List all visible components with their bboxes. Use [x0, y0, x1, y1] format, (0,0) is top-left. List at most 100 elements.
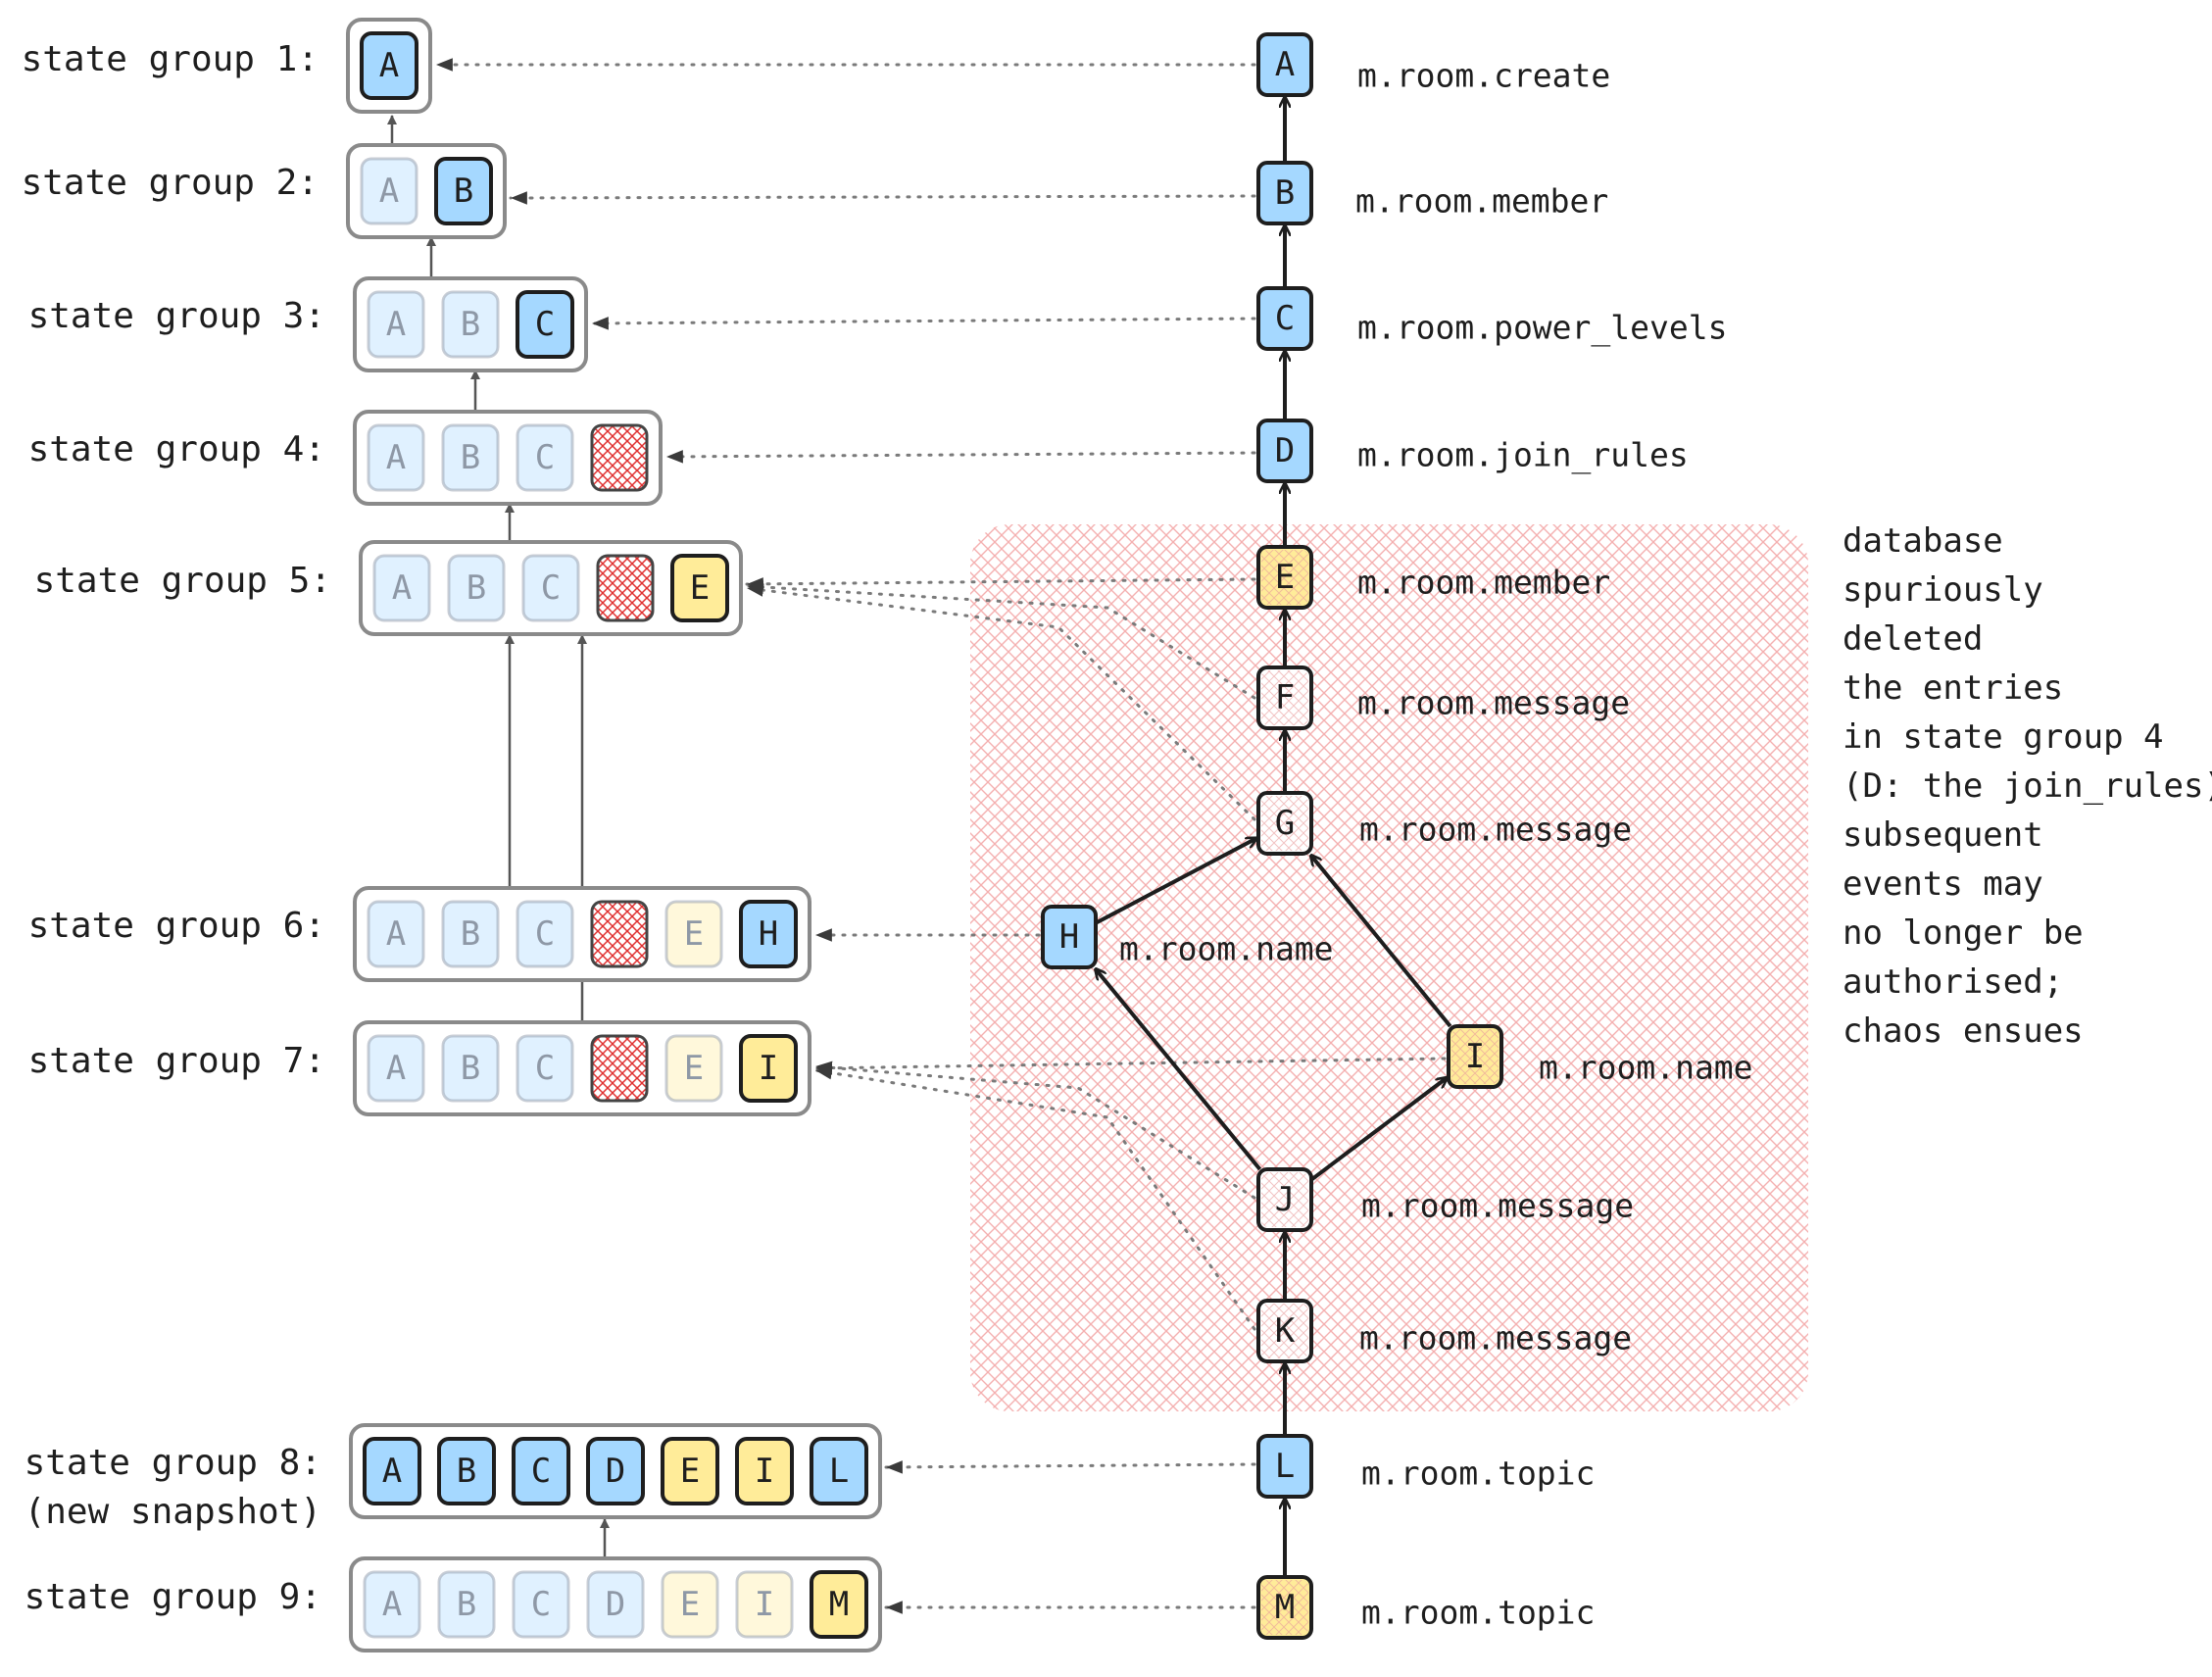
- state-slot-E: E: [661, 1570, 719, 1639]
- state-slot-letter: B: [457, 1585, 476, 1624]
- event-type-label: m.room.name: [1119, 930, 1334, 968]
- state-group-label: state group 3:: [28, 296, 325, 336]
- event-type-label: m.room.power_levels: [1357, 309, 1728, 348]
- dag-edge-I-G: [1311, 856, 1452, 1028]
- event-node: [1256, 161, 1313, 225]
- event-type-label: m.room.message: [1359, 811, 1632, 849]
- state-slot-letter: H: [759, 914, 778, 954]
- note-line: authorised;: [1843, 962, 2063, 1002]
- state-slot-letter: E: [684, 914, 704, 954]
- state-slot-C: C: [512, 1437, 570, 1505]
- state-slot-A: A: [367, 1034, 425, 1103]
- event-type-label: m.room.message: [1359, 1319, 1632, 1357]
- state-link-F: [745, 580, 1256, 700]
- state-slot-C: C: [516, 423, 574, 492]
- state-slot-letter: A: [379, 46, 399, 85]
- state-link-D: [664, 450, 1256, 464]
- state-link-I: [813, 1057, 1447, 1075]
- state-slot-C: C: [521, 554, 580, 622]
- state-slot-B: B: [441, 423, 500, 492]
- state-slot-letter: C: [531, 1452, 551, 1491]
- state-slot-deleted: [590, 423, 649, 492]
- event-letter: M: [1275, 1588, 1295, 1627]
- event-letter: I: [1465, 1037, 1485, 1076]
- state-group-label: state group 1:: [22, 39, 319, 79]
- state-slot-letter: A: [386, 438, 406, 477]
- note-line: chaos ensues: [1843, 1011, 2084, 1051]
- state-slot-C: C: [512, 1570, 570, 1639]
- state-slot-B: B: [437, 1570, 496, 1639]
- state-slot-letter: A: [382, 1452, 402, 1491]
- note-line: no longer be: [1843, 913, 2084, 953]
- event-letter: F: [1275, 678, 1295, 717]
- state-slot-letter: L: [829, 1452, 849, 1491]
- state-group-label: state group 7:: [28, 1041, 325, 1081]
- event-node: [1256, 286, 1313, 351]
- event-type-label: m.room.name: [1539, 1049, 1753, 1087]
- state-slot-letter: E: [680, 1452, 700, 1491]
- state-group-box: [349, 1556, 882, 1652]
- event-letter: H: [1059, 917, 1079, 957]
- state-group-label: state group 8:: [25, 1443, 321, 1483]
- state-slot-letter: D: [606, 1585, 625, 1624]
- event-node: [1256, 1434, 1313, 1499]
- state-slot-letter: C: [531, 1585, 551, 1624]
- state-slot-letter: E: [684, 1049, 704, 1088]
- state-slot-C: C: [516, 1034, 574, 1103]
- event-type-label: m.room.member: [1355, 182, 1608, 221]
- note-line: database: [1843, 521, 2003, 561]
- dag-edge-H-G: [1095, 838, 1256, 925]
- dag-edge-J-I: [1309, 1078, 1447, 1182]
- state-group-sublabel: (new snapshot): [25, 1492, 321, 1532]
- state-link-C: [590, 317, 1256, 330]
- state-group-1: state group 1: A: [22, 18, 432, 114]
- state-slot-letter: B: [457, 1452, 476, 1491]
- event-type-label: m.room.topic: [1361, 1455, 1595, 1493]
- state-slot-letter: B: [461, 438, 480, 477]
- state-slot-letter: B: [461, 914, 480, 954]
- state-slot-letter: M: [829, 1585, 849, 1624]
- event-letter: E: [1275, 558, 1295, 597]
- state-slot-A: A: [367, 290, 425, 359]
- event-type-label: m.room.join_rules: [1357, 436, 1689, 475]
- state-slot-I: I: [739, 1034, 798, 1103]
- state-group-box: [353, 886, 811, 982]
- state-slot-letter: I: [759, 1049, 778, 1088]
- state-slot-letter: A: [386, 305, 406, 344]
- state-group-label: state group 5:: [34, 561, 331, 601]
- event-type-label: m.room.create: [1357, 57, 1610, 95]
- state-slot-deleted: [596, 554, 655, 622]
- event-letter: K: [1275, 1311, 1296, 1351]
- note-line: the entries: [1843, 668, 2063, 708]
- state-slot-letter: A: [386, 1049, 406, 1088]
- state-slot-E: E: [661, 1437, 719, 1505]
- state-group-label: state group 2:: [22, 163, 319, 203]
- state-slot-A: A: [367, 423, 425, 492]
- state-slot-deleted: [590, 900, 649, 968]
- state-slot-C: C: [516, 290, 574, 359]
- state-group-label: state group 4:: [28, 429, 325, 469]
- state-slot-letter: B: [467, 568, 486, 608]
- state-slot-A: A: [367, 900, 425, 968]
- event-type-label: m.room.message: [1357, 684, 1630, 722]
- state-slot-letter: C: [535, 914, 555, 954]
- state-slot-letter: C: [535, 305, 555, 344]
- state-slot-B: B: [437, 1437, 496, 1505]
- event-letter: C: [1275, 299, 1295, 338]
- state-link-J: [813, 1060, 1256, 1200]
- note-line: subsequent: [1843, 815, 2043, 855]
